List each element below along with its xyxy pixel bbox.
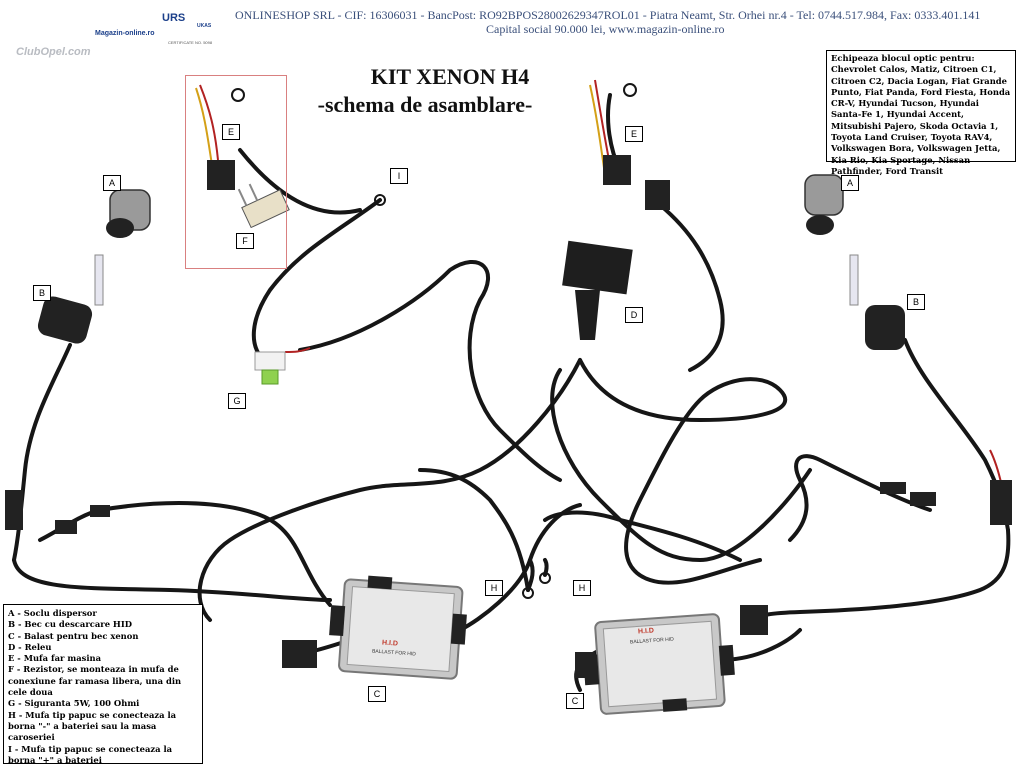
legend-item-i: I - Mufa tip papuc se conecteaza la born…: [8, 743, 173, 765]
tag-b-right: B: [907, 294, 925, 310]
diagram-title: KIT XENON H4: [370, 64, 530, 89]
wire-left-bulb: [12, 343, 72, 562]
ring-terminal-e-right: [623, 83, 637, 97]
ballast-c-right: [583, 613, 735, 715]
pigtail-left-red: [199, 84, 219, 161]
tag-e-right: E: [625, 126, 643, 142]
connector-e-right-2: [645, 180, 670, 210]
tag-d: D: [625, 307, 643, 323]
compatibility-text: Echipeaza blocul optic pentru: Chevrolet…: [831, 53, 1011, 176]
ballast-right-label: H.I.D: [637, 627, 655, 636]
cert-urs-logo: URS: [162, 12, 186, 24]
wire-e-right: [658, 203, 725, 372]
pigtail-left-yellow: [195, 87, 213, 166]
connector-ballast-left: [282, 640, 317, 668]
socket-a-right: [804, 174, 844, 235]
wire-fuse-to-harness: [298, 259, 562, 482]
wire-i-loop: [251, 198, 382, 360]
wire-fuse-red: [284, 347, 311, 353]
legend-item-d: D - Releu: [8, 641, 52, 652]
wire-h-right: [543, 558, 549, 577]
ballast-c-left: [329, 575, 467, 680]
company-info-line1: ONLINESHOP SRL - CIF: 16306031 - BancPos…: [235, 8, 981, 22]
ring-terminal-i: [374, 194, 386, 206]
resistor-inset-frame: [185, 75, 287, 269]
wire-h-right-run: [543, 510, 742, 562]
wire-left-mid: [98, 501, 332, 607]
connector-ballast-right-low: [575, 652, 595, 678]
legend-item-e: E - Mufa far masina: [8, 653, 102, 664]
legend-item-f: F - Rezistor, se monteaza in mufa de con…: [8, 664, 182, 698]
legend-item-g: G - Siguranta 5W, 100 Ohmi: [8, 698, 140, 709]
hid-bulb-b-left: [37, 254, 104, 344]
resistor-f: [237, 183, 290, 229]
tag-a-right: A: [841, 175, 859, 191]
tag-a-left: A: [103, 175, 121, 191]
tag-e-left: E: [222, 124, 240, 140]
wire-e-left: [238, 148, 362, 215]
hid-bulb-b-right: [849, 254, 905, 350]
connector-right-1: [990, 480, 1012, 525]
compatibility-box: Echipeaza blocul optic pentru: Chevrolet…: [826, 50, 1016, 176]
connector-right-ballast: [740, 605, 768, 635]
tag-c-left: C: [368, 686, 386, 702]
relay-d: [562, 240, 633, 340]
connector-left-3: [90, 505, 110, 517]
wire-relay-main: [197, 358, 582, 622]
wire-right-lower: [748, 528, 1011, 622]
tag-i: I: [390, 168, 408, 184]
ring-terminal-e-left: [231, 88, 245, 102]
legend-item-a: A - Soclu dispersor: [8, 608, 97, 618]
connector-right-3: [910, 492, 936, 506]
fuse-g: [254, 351, 286, 385]
tag-b-left: B: [33, 285, 51, 301]
socket-a-left: [106, 189, 151, 238]
wire-h-left-run: [418, 468, 530, 592]
ballast-left-label: H.I.D: [381, 639, 399, 648]
legend-box: A - Soclu dispersor B - Bec cu descarcar…: [3, 604, 203, 765]
tag-f: F: [236, 233, 254, 249]
tag-h-left: H: [485, 580, 503, 596]
ring-terminal-h-right: [539, 572, 551, 584]
connector-left-1: [5, 490, 23, 530]
connector-e-left: [207, 160, 235, 190]
legend-item-b: B - Bec cu descarcare HID: [8, 619, 133, 630]
tag-c-right: C: [566, 693, 584, 709]
company-info-line2: Capital social 90.000 lei, www.magazin-o…: [486, 22, 725, 36]
connector-left-2: [55, 520, 77, 534]
pigtail-right-yellow: [589, 84, 605, 169]
wire-relay-right: [578, 358, 788, 585]
legend-item-h: H - Mufa tip papuc se conecteaza la born…: [8, 709, 177, 743]
ring-terminal-h-left: [522, 587, 534, 599]
wire-ballast-c-right: [458, 503, 582, 632]
wire-relay-loop: [550, 368, 812, 563]
cert-ukas-logo: UKAS: [197, 23, 212, 29]
logo-site-text: Magazin-online.ro: [95, 30, 155, 37]
connector-e-right: [603, 155, 631, 185]
cert-caption: CERTIFICATE NO. 5098: [168, 40, 213, 45]
connector-right-2: [880, 482, 906, 494]
tag-h-right: H: [573, 580, 591, 596]
legend-item-c: C - Balast pentru bec xenon: [8, 630, 139, 641]
watermark-text: ClubOpel.com: [16, 46, 91, 58]
tag-g: G: [228, 393, 246, 409]
diagram-subtitle: -schema de asamblare-: [317, 92, 533, 117]
wire-left-ballast: [12, 558, 332, 602]
